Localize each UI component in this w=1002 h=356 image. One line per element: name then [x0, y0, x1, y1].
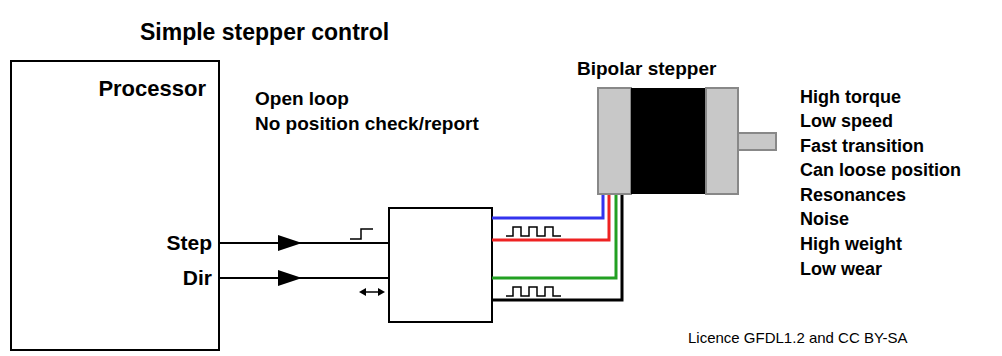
- property-note: Low wear: [800, 260, 882, 280]
- blue-wire: [492, 192, 603, 218]
- note: Open loop: [255, 89, 349, 110]
- signal-name: Step: [166, 231, 212, 254]
- signal-name: Dir: [183, 266, 212, 289]
- motor-body: [631, 88, 706, 194]
- dir-line: [220, 277, 389, 279]
- property-note: Can loose position: [800, 161, 961, 181]
- property-note: Low speed: [800, 112, 893, 132]
- step-edge-symbol: [350, 229, 373, 239]
- property-note: High torque: [800, 88, 901, 108]
- processor-box: Processor: [10, 60, 220, 351]
- arrowhead: [278, 270, 302, 286]
- part-name: Bipolar stepper: [577, 59, 716, 80]
- arrowhead: [278, 235, 302, 251]
- property-note: High weight: [800, 235, 902, 255]
- motor-end-cap: [706, 88, 738, 194]
- driver-box: [389, 208, 492, 322]
- property-note: Resonances: [800, 186, 906, 206]
- note: No position check/report: [255, 114, 479, 135]
- red-wire: [492, 192, 609, 240]
- motor-shaft: [738, 133, 776, 150]
- step-line: [220, 242, 389, 244]
- black-wire: [492, 192, 622, 300]
- green-wire: [492, 192, 616, 278]
- dir-symbol-head: [359, 288, 366, 296]
- motor-end-cap: [598, 88, 631, 194]
- title: Simple stepper control: [140, 20, 389, 45]
- box-title: Processor: [12, 62, 218, 102]
- pulse-waveform: [506, 287, 561, 296]
- pulse-waveform: [506, 227, 561, 236]
- property-note: Fast transition: [800, 137, 924, 157]
- licence-note: Licence GFDL1.2 and CC BY-SA: [688, 330, 908, 347]
- dir-symbol-head: [378, 288, 385, 296]
- property-note: Noise: [800, 210, 849, 230]
